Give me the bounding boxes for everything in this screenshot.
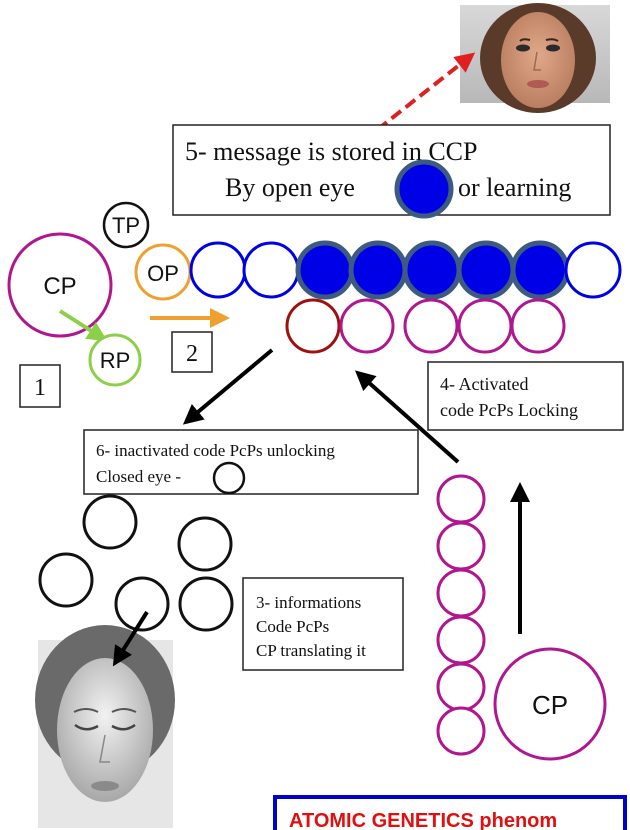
rp-circle	[88, 333, 142, 387]
number-box-1	[19, 364, 61, 408]
cp-left-label: CP	[43, 273, 76, 300]
vchain-circle-2	[436, 521, 486, 571]
blue-chain-filled-4	[456, 240, 516, 300]
box4-line1: 4- Activated	[440, 374, 528, 394]
box6-line1: 6- inactivated code PcPs unlocking	[96, 441, 335, 460]
arrow-to-face	[112, 610, 149, 667]
footer-part1: ATOMIC	[289, 810, 372, 830]
face-photo-top	[460, 3, 610, 113]
blue-chain-filled-1	[295, 240, 355, 300]
cp-left-circle	[7, 232, 113, 338]
rp-label: RP	[100, 348, 131, 373]
blue-chain-filled-5	[510, 240, 570, 300]
vchain-circle-4	[436, 615, 486, 665]
footer-part2: GENETICS	[372, 810, 474, 830]
blue-chain-empty-3	[564, 241, 622, 299]
footer-part3: phenom	[474, 810, 557, 830]
scatter-circle-3	[38, 552, 94, 608]
blue-chain-empty-1	[189, 241, 247, 299]
face-photo-bottom	[35, 625, 175, 828]
box3-frame	[242, 577, 404, 671]
green-arrow	[58, 309, 108, 342]
number-2-label: 2	[186, 341, 198, 367]
number-box-2	[171, 331, 213, 373]
box5-frame	[172, 124, 611, 216]
tp-label: TP	[112, 213, 140, 238]
cp-bottom-label: CP	[532, 690, 568, 720]
scatter-circle-5	[178, 576, 234, 632]
footer-text: ATOMIC GENETICS phenom	[289, 810, 557, 830]
tp-circle	[102, 201, 150, 249]
box3-line3: CP translating it	[256, 641, 366, 660]
closed-eye-circle	[212, 461, 246, 495]
scatter-circle-1	[82, 494, 138, 550]
box4-frame	[427, 361, 624, 431]
magenta-row-circle-4	[510, 298, 566, 354]
open-eye-circle	[394, 159, 454, 219]
box3-line1: 3- informations	[256, 593, 361, 612]
arrow-to-row2	[355, 370, 460, 464]
cp-bottom-circle	[493, 647, 607, 761]
blue-chain-empty-2	[242, 241, 300, 299]
vchain-circle-1	[436, 474, 486, 524]
vchain-circle-5	[436, 662, 486, 712]
blue-chain	[189, 240, 622, 300]
op-label: OP	[147, 261, 179, 286]
magenta-row-circle-1	[339, 298, 395, 354]
box6-frame	[83, 429, 419, 495]
blue-chain-filled-3	[402, 240, 462, 300]
scatter-circle-4	[114, 576, 170, 632]
magenta-vertical-chain	[436, 474, 486, 756]
box5-line2-a: By open eye	[225, 173, 355, 202]
blue-chain-filled-2	[348, 240, 408, 300]
vchain-circle-3	[436, 568, 486, 618]
arrow-to-box6	[182, 348, 274, 425]
magenta-chain-row	[285, 298, 566, 354]
box5-line2-b: or learning	[458, 173, 571, 202]
scatter-circle-2	[177, 516, 233, 572]
number-1-label: 1	[34, 375, 46, 401]
vchain-circle-6	[436, 706, 486, 756]
box3-line2: Code PcPs	[256, 617, 329, 636]
dark-red-circle	[285, 298, 341, 354]
box4-line2: code PcPs Locking	[440, 400, 578, 420]
scattered-circles	[38, 494, 234, 632]
footer-banner	[273, 795, 627, 830]
box6-line2: Closed eye -	[96, 467, 181, 486]
magenta-row-circle-2	[403, 298, 459, 354]
magenta-row-circle-3	[457, 298, 513, 354]
